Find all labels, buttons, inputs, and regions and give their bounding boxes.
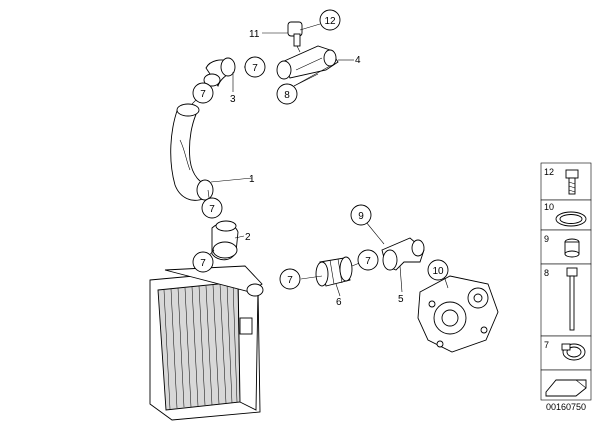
callout-10: 10 [432, 266, 444, 277]
callout-6: 6 [336, 297, 342, 308]
callout-bubble-7c: 7 [201, 197, 223, 219]
callout-7e: 7 [287, 275, 293, 286]
callout-9: 9 [358, 211, 364, 222]
callout-7f: 7 [365, 256, 371, 267]
callout-12: 12 [324, 16, 336, 27]
legend-item-7: 7 [544, 340, 549, 350]
parts-legend: 12 10 9 8 7 [540, 162, 592, 401]
callout-bubble-7d: 7 [192, 251, 214, 273]
callout-3: 3 [230, 94, 236, 105]
hose-part-2 [211, 220, 239, 261]
legend-item-8: 8 [544, 268, 549, 278]
intercooler [149, 265, 264, 421]
callout-bubble-8: 8 [276, 83, 298, 105]
callout-bubble-7a: 7 [244, 56, 266, 78]
callout-8: 8 [284, 90, 290, 101]
bolt-icon [565, 169, 579, 195]
charge-pipe-top [276, 45, 339, 80]
callout-bubble-7b: 7 [192, 82, 214, 104]
callout-bubble-7e: 7 [279, 268, 301, 290]
diagram-code: 00160750 [546, 402, 587, 412]
grommet-icon [564, 238, 580, 258]
pressure-sensor [287, 21, 303, 53]
callout-11: 11 [249, 29, 260, 40]
long-bolt-icon [566, 267, 578, 331]
callout-7c: 7 [209, 204, 215, 215]
legend-item-12: 12 [544, 167, 554, 177]
shim-icon [545, 379, 587, 397]
charge-air-pipe-upper [170, 103, 214, 201]
callout-1: 1 [249, 174, 255, 185]
hose-clamp-icon [561, 343, 586, 361]
callout-bubble-12: 12 [319, 9, 341, 31]
callout-bubble-9: 9 [350, 204, 372, 226]
callout-7b: 7 [200, 89, 206, 100]
throttle-housing [417, 275, 499, 353]
connecting-hose [315, 256, 353, 287]
callout-2: 2 [245, 232, 251, 243]
callout-bubble-10: 10 [427, 259, 449, 281]
legend-item-10: 10 [544, 202, 554, 212]
elbow-hose-upper [203, 57, 236, 88]
callout-bubble-7f: 7 [357, 249, 379, 271]
callout-5: 5 [398, 294, 404, 305]
elbow-part-5 [381, 237, 425, 271]
callout-7a: 7 [252, 63, 258, 74]
callout-4: 4 [355, 55, 361, 66]
o-ring-icon [555, 211, 587, 227]
legend-item-9: 9 [544, 234, 549, 244]
callout-7d: 7 [200, 258, 206, 269]
